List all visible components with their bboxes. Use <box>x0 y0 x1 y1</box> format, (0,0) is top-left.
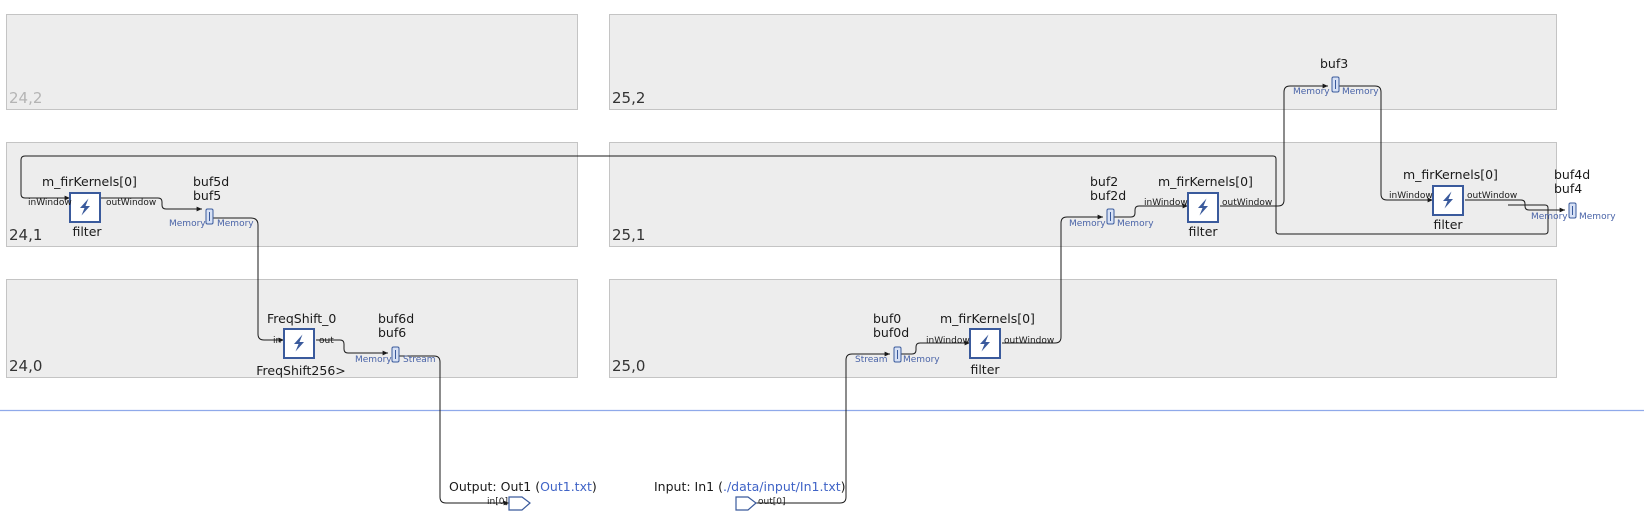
output-label-prefix: Output: Out1 ( <box>449 479 541 494</box>
output-label-suffix: ) <box>591 479 597 494</box>
wire-buf4-to-firkernel-24-1 <box>20 155 1549 235</box>
buffer-name: buf3 <box>1320 56 1349 71</box>
tile-label: 25,1 <box>612 226 646 244</box>
firkernel-25-0-box[interactable] <box>969 328 1001 359</box>
firkernel-25-1b-box[interactable] <box>1432 185 1464 216</box>
kernel-title: m_firKernels[0] <box>1403 167 1498 182</box>
buffer-name: buf5 <box>193 188 222 203</box>
buffer-port-left: Memory <box>355 355 392 365</box>
wire-firkernel-24-1-to-buf5 <box>100 197 202 212</box>
kernel-function: filter <box>1188 224 1218 239</box>
tile-25-2: 25,2 <box>609 14 1557 110</box>
wire-buf6-to-output <box>399 355 509 506</box>
tile-25-0: 25,0 <box>609 279 1557 378</box>
buffer-port-left: Memory <box>169 219 206 229</box>
output-file-link[interactable]: Out1.txt <box>540 479 592 494</box>
wire-buf2-to-firkernel-25-1 <box>1114 203 1188 218</box>
buffer-port-right: Memory <box>1579 212 1616 222</box>
input-port-label: out[0] <box>758 497 786 507</box>
port-label-out: outWindow <box>1004 336 1055 346</box>
input-label: Input: In1 (./data/input/In1.txt) <box>654 480 846 494</box>
output-port-shape[interactable] <box>508 496 531 511</box>
kernel-title: m_firKernels[0] <box>940 311 1035 326</box>
buffer-name: buf2 <box>1090 174 1119 189</box>
port-label-out: outWindow <box>1467 191 1518 201</box>
buffer-name: buf6d <box>378 311 415 326</box>
buffer-name: buf5d <box>193 174 230 189</box>
wire-firkernel-25-1-to-buf3 <box>1220 83 1328 207</box>
wire-firkernel-25-1b-to-buf4 <box>1465 199 1565 213</box>
output-port-label: in[0] <box>487 497 508 507</box>
tile-24-2: 24,2 <box>6 14 578 110</box>
wire-input-to-buf0 <box>756 351 890 504</box>
buffer-port-right: Stream <box>403 355 436 365</box>
buffer-port-right: Memory <box>1117 219 1154 229</box>
wire-firkernel-25-0-to-buf2 <box>1002 214 1103 344</box>
port-label-in: inWindow <box>926 336 970 346</box>
buffer-name: buf6 <box>378 325 407 340</box>
kernel-title: m_firKernels[0] <box>42 174 137 189</box>
port-label-in: in <box>273 336 282 346</box>
kernel-function: FreqShift256> <box>256 363 346 378</box>
tile-label: 25,2 <box>612 89 646 107</box>
tile-24-1: 24,1 <box>6 142 578 247</box>
buffer-name: buf0 <box>873 311 902 326</box>
input-label-prefix: Input: In1 ( <box>654 479 723 494</box>
buffer-name: buf0d <box>873 325 910 340</box>
kernel-title: FreqShift_0 <box>267 311 337 326</box>
input-port-shape[interactable] <box>735 496 757 511</box>
tile-label: 24,2 <box>9 89 43 107</box>
firkernel-24-1-box[interactable] <box>69 192 101 223</box>
buffer-port-left: Memory <box>1531 212 1568 222</box>
input-file-link[interactable]: ./data/input/In1.txt <box>722 479 841 494</box>
buffer-name: buf2d <box>1090 188 1127 203</box>
port-label-out: outWindow <box>1222 198 1273 208</box>
wire-buf3-to-firkernel-25-1b <box>1339 85 1433 203</box>
port-label-out: out <box>319 336 334 346</box>
port-label-in: inWindow <box>1144 198 1188 208</box>
buffer-port-right: Memory <box>1342 87 1379 97</box>
wire-buf5-to-freqshift <box>213 217 284 343</box>
kernel-function: filter <box>1433 217 1463 232</box>
buffer-port-right: Memory <box>217 219 254 229</box>
tile-label: 24,0 <box>9 357 43 375</box>
input-label-suffix: ) <box>840 479 846 494</box>
buffer-port-right: Memory <box>903 355 940 365</box>
freqshift-kernel-box[interactable] <box>283 328 315 359</box>
tile-25-1: 25,1 <box>609 142 1557 247</box>
buffer-name: buf4d <box>1554 167 1591 182</box>
buffer-port-left: Memory <box>1293 87 1330 97</box>
port-label-in: inWindow <box>1389 191 1433 201</box>
tile-label: 24,1 <box>9 226 43 244</box>
port-label-out: outWindow <box>106 198 157 208</box>
firkernel-25-1-box[interactable] <box>1187 192 1219 223</box>
tile-label: 25,0 <box>612 357 646 375</box>
kernel-function: filter <box>970 362 1000 377</box>
output-label: Output: Out1 (Out1.txt) <box>449 480 597 494</box>
buffer-port-left: Stream <box>855 355 888 365</box>
port-label-in: inWindow <box>28 198 72 208</box>
wire-freqshift-to-buf6 <box>316 339 388 356</box>
buffer-port-left: Memory <box>1069 219 1106 229</box>
kernel-function: filter <box>72 224 102 239</box>
kernel-title: m_firKernels[0] <box>1158 174 1253 189</box>
buffer-name: buf4 <box>1554 181 1583 196</box>
wire-buf0-to-firkernel-25-0 <box>901 340 970 355</box>
